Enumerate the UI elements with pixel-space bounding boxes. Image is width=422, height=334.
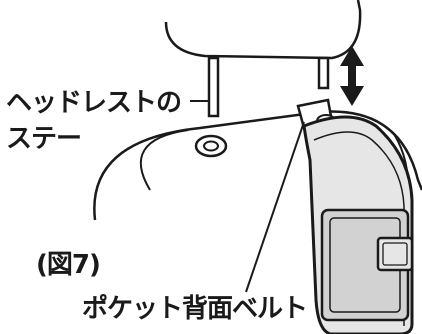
belt-leader-line [245, 121, 305, 293]
headrest-stay-label-line2: ステー [6, 124, 82, 154]
headrest-outline [164, 0, 362, 60]
stay-grommet [194, 134, 228, 158]
headrest-stay-left [207, 56, 220, 118]
pocket-back-belt-label: ポケット背面ベルト [82, 294, 308, 324]
pocket-body-inner-edge [313, 131, 405, 326]
pocket-flap-tab-inner [382, 242, 408, 266]
seat-back-outline [93, 110, 422, 221]
adjust-arrow-icon [340, 46, 364, 106]
seat-back-side-edge [139, 129, 189, 191]
pocket-flap-tab [376, 236, 414, 272]
headrest-stay-label-line1: ヘッドレストの [6, 88, 182, 118]
headrest-stay-right [317, 56, 330, 90]
figure-number-label: (図7) [36, 250, 101, 280]
